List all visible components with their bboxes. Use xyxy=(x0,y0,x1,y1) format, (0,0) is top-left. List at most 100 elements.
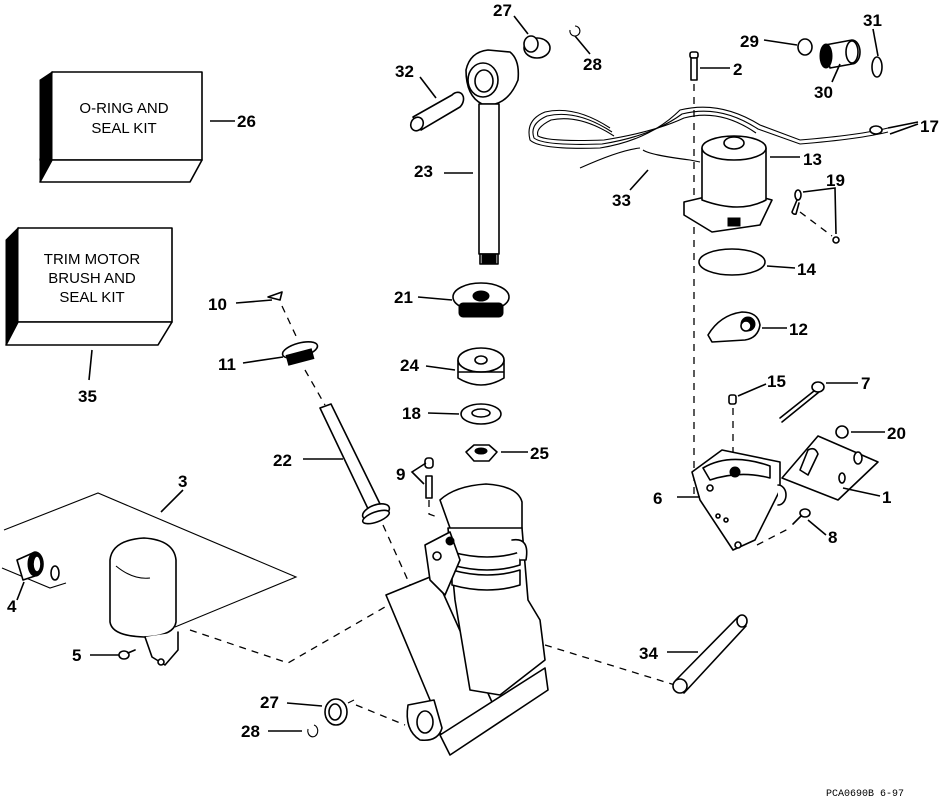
callout-20[interactable]: 20 xyxy=(887,424,906,443)
callout-3[interactable]: 3 xyxy=(178,472,187,491)
leader-19 xyxy=(802,187,837,235)
leader-27b xyxy=(286,702,323,707)
leader-15 xyxy=(737,383,767,397)
leader-28a xyxy=(574,35,591,55)
kit-label-line: SEAL KIT xyxy=(59,289,124,306)
callout-23[interactable]: 23 xyxy=(414,162,433,181)
part-10-valve[interactable] xyxy=(267,291,283,301)
callout-33[interactable]: 33 xyxy=(612,191,631,210)
wire-terminal xyxy=(869,125,883,135)
trim-cylinder-housing[interactable] xyxy=(385,483,549,756)
alignment-27 xyxy=(355,704,406,726)
callout-15[interactable]: 15 xyxy=(767,372,786,391)
leader-9 xyxy=(410,462,427,485)
callout-27-bottom[interactable]: 27 xyxy=(260,693,279,712)
part-7-bolt[interactable] xyxy=(779,381,825,423)
part-11-plug[interactable] xyxy=(281,339,319,366)
alignment-8 xyxy=(756,527,791,546)
part-33-wire-harness[interactable] xyxy=(528,106,889,169)
leader-18 xyxy=(427,412,460,415)
callout-26[interactable]: 26 xyxy=(237,112,256,131)
callout-1[interactable]: 1 xyxy=(882,488,891,507)
callout-2[interactable]: 2 xyxy=(733,60,742,79)
part-23-piston-rod[interactable] xyxy=(465,49,520,265)
part-3-reservoir[interactable] xyxy=(109,537,179,666)
callout-19[interactable]: 19 xyxy=(826,171,845,190)
callout-17[interactable]: 17 xyxy=(920,117,939,136)
part-8-screw[interactable] xyxy=(792,508,811,525)
part-27-bushing-bottom[interactable] xyxy=(324,698,355,726)
callout-9[interactable]: 9 xyxy=(396,465,405,484)
part-1-gasket[interactable] xyxy=(781,435,879,501)
part-13-trim-motor[interactable] xyxy=(683,135,773,233)
leader-24 xyxy=(425,365,456,371)
leader-3 xyxy=(160,489,184,513)
kit-box-bottom xyxy=(39,159,203,183)
callout-14[interactable]: 14 xyxy=(797,260,816,279)
callout-5[interactable]: 5 xyxy=(72,646,81,665)
part-18-washer[interactable] xyxy=(460,403,502,425)
part-4-fitting[interactable] xyxy=(16,551,60,581)
kit-box-oring-seal[interactable]: O-RING AND SEAL KIT xyxy=(39,71,203,183)
callout-12[interactable]: 12 xyxy=(789,320,808,339)
part-28-retaining-ring-bottom[interactable] xyxy=(307,724,319,738)
alignment-34 xyxy=(544,644,676,686)
leader-1 xyxy=(842,487,881,497)
part-14-o-ring[interactable] xyxy=(698,248,766,276)
callout-25[interactable]: 25 xyxy=(530,444,549,463)
kit-box-trim-motor-brush-seal[interactable]: TRIM MOTOR BRUSH AND SEAL KIT xyxy=(5,226,173,346)
part-29-cap[interactable] xyxy=(797,38,813,56)
part-27-bushing-top[interactable] xyxy=(523,35,551,59)
fitting-group-outline xyxy=(1,567,67,589)
part-22-tube[interactable] xyxy=(319,403,392,526)
callout-35[interactable]: 35 xyxy=(78,387,97,406)
leader-27a xyxy=(513,15,529,35)
callout-24[interactable]: 24 xyxy=(400,356,419,375)
callout-8[interactable]: 8 xyxy=(828,528,837,547)
part-28-retaining-ring-top[interactable] xyxy=(569,25,581,37)
leader-21 xyxy=(417,296,453,301)
leader-30 xyxy=(831,63,841,83)
part-31-o-ring[interactable] xyxy=(871,56,883,78)
callout-30[interactable]: 30 xyxy=(814,83,833,102)
callout-31[interactable]: 31 xyxy=(863,11,882,30)
leader-4 xyxy=(16,581,25,601)
part-32-pin[interactable] xyxy=(408,91,465,133)
callout-11[interactable]: 11 xyxy=(218,355,236,374)
part-25-nut[interactable] xyxy=(465,444,498,462)
callout-28-top[interactable]: 28 xyxy=(583,55,602,74)
callout-21[interactable]: 21 xyxy=(394,288,413,307)
callout-7[interactable]: 7 xyxy=(861,374,870,393)
reservoir-group-outline xyxy=(3,492,298,628)
leader-10 xyxy=(235,299,273,304)
callout-13[interactable]: 13 xyxy=(803,150,822,169)
part-9-check-valve[interactable] xyxy=(424,457,434,499)
leader-17a xyxy=(887,121,919,129)
callout-32[interactable]: 32 xyxy=(395,62,414,81)
callout-34[interactable]: 34 xyxy=(639,644,658,663)
part-21-cap[interactable] xyxy=(452,282,510,318)
part-20-o-ring[interactable] xyxy=(835,425,849,439)
part-34-pivot-pin[interactable] xyxy=(672,614,748,694)
callout-29[interactable]: 29 xyxy=(740,32,759,51)
callout-18[interactable]: 18 xyxy=(402,404,421,423)
part-15-plug[interactable] xyxy=(728,394,737,405)
leader-11 xyxy=(242,356,284,364)
callout-6[interactable]: 6 xyxy=(653,489,662,508)
callout-4[interactable]: 4 xyxy=(7,597,17,616)
part-30-plug[interactable] xyxy=(819,39,861,69)
part-19-clip-screw[interactable] xyxy=(791,189,840,244)
callout-28-bottom[interactable]: 28 xyxy=(241,722,260,741)
part-6-pump-body[interactable] xyxy=(691,447,819,551)
alignment-10 xyxy=(281,305,297,337)
leader-8 xyxy=(807,519,827,536)
part-2-screw[interactable] xyxy=(689,51,699,81)
leader-29 xyxy=(763,39,798,46)
callout-22[interactable]: 22 xyxy=(273,451,292,470)
part-24-piston[interactable] xyxy=(457,347,505,386)
part-12-pump-cover[interactable] xyxy=(707,311,761,343)
part-5-screw[interactable] xyxy=(118,649,136,660)
kit-label-line: BRUSH AND xyxy=(48,270,136,287)
callout-10[interactable]: 10 xyxy=(208,295,227,314)
callout-27-top[interactable]: 27 xyxy=(493,1,512,20)
